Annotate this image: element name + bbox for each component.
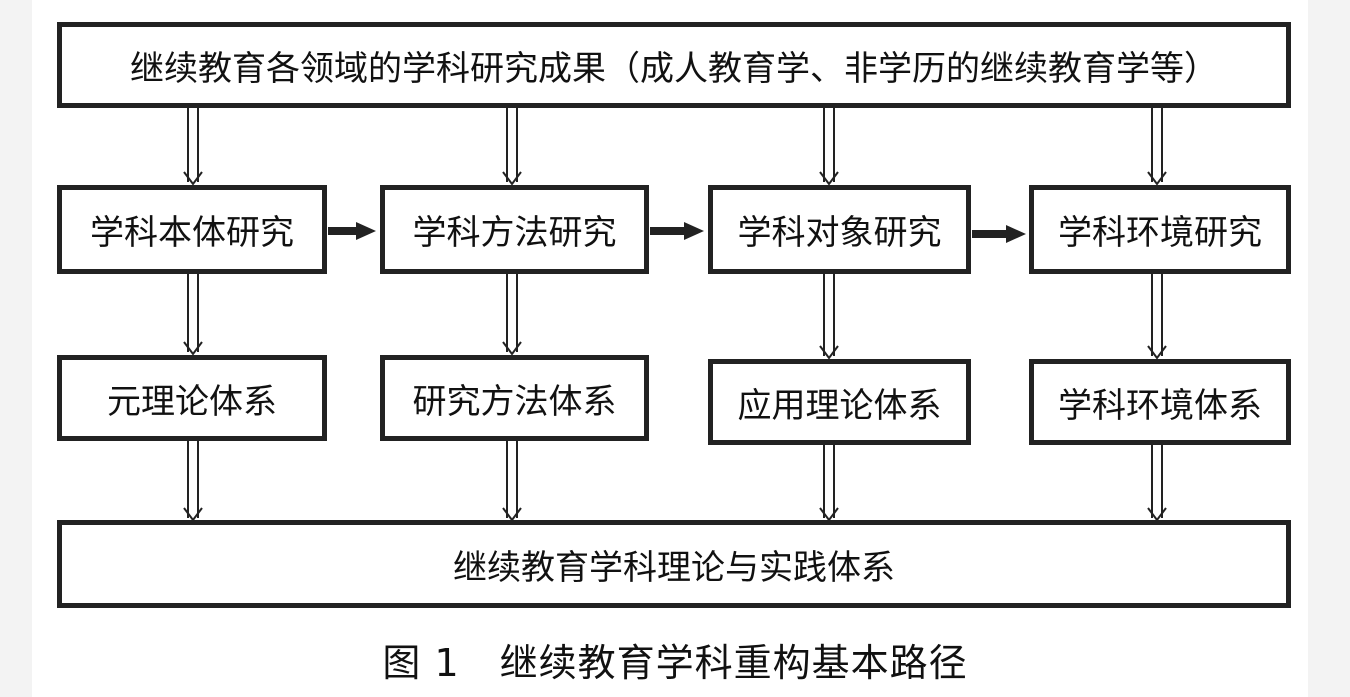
left-margin-band xyxy=(0,0,32,697)
down-arrow-top-2 xyxy=(819,108,839,186)
down-arrow-mid-0 xyxy=(183,274,203,356)
right-margin-band xyxy=(1308,0,1350,697)
down-arrow-top-0 xyxy=(183,108,203,186)
down-arrow-top-3 xyxy=(1147,108,1167,186)
object-study-label: 学科对象研究 xyxy=(737,213,942,253)
environment-study-box: 学科环境研究 xyxy=(1029,185,1291,274)
applied-theory-system-label: 应用理论体系 xyxy=(737,385,942,426)
down-arrow-mid-2 xyxy=(819,274,839,360)
figure-caption: 图 1 继续教育学科重构基本路径 xyxy=(0,632,1350,687)
right-arrow-0 xyxy=(328,222,376,240)
right-arrow-2 xyxy=(972,225,1026,243)
object-study-box: 学科对象研究 xyxy=(708,185,971,274)
research-method-system-box: 研究方法体系 xyxy=(380,355,649,441)
down-arrow-bottom-1 xyxy=(502,441,522,522)
research-outcomes-label: 继续教育各领域的学科研究成果（成人教育学、非学历的继续教育学等） xyxy=(130,48,1218,89)
meta-theory-system-box: 元理论体系 xyxy=(57,355,327,441)
applied-theory-system-box: 应用理论体系 xyxy=(708,359,971,445)
ontology-study-label: 学科本体研究 xyxy=(90,213,294,253)
theory-practice-system-label: 继续教育学科理论与实践体系 xyxy=(453,547,895,588)
right-arrow-1 xyxy=(650,222,704,240)
down-arrow-bottom-2 xyxy=(819,445,839,522)
down-arrow-top-1 xyxy=(502,108,522,186)
method-study-box: 学科方法研究 xyxy=(380,185,649,274)
theory-practice-system-box: 继续教育学科理论与实践体系 xyxy=(57,520,1291,608)
down-arrow-bottom-0 xyxy=(183,441,203,522)
ontology-study-box: 学科本体研究 xyxy=(57,185,327,274)
research-outcomes-box: 继续教育各领域的学科研究成果（成人教育学、非学历的继续教育学等） xyxy=(57,22,1291,108)
method-study-label: 学科方法研究 xyxy=(412,213,617,253)
down-arrow-bottom-3 xyxy=(1147,445,1167,522)
environment-system-label: 学科环境体系 xyxy=(1058,385,1262,426)
figure-number: 图 1 xyxy=(382,641,460,685)
environment-study-label: 学科环境研究 xyxy=(1058,213,1262,253)
down-arrow-mid-1 xyxy=(502,274,522,356)
meta-theory-system-label: 元理论体系 xyxy=(107,381,277,422)
down-arrow-mid-3 xyxy=(1147,274,1167,360)
environment-system-box: 学科环境体系 xyxy=(1029,359,1291,445)
research-method-system-label: 研究方法体系 xyxy=(412,381,617,422)
figure-title: 继续教育学科重构基本路径 xyxy=(499,641,968,685)
